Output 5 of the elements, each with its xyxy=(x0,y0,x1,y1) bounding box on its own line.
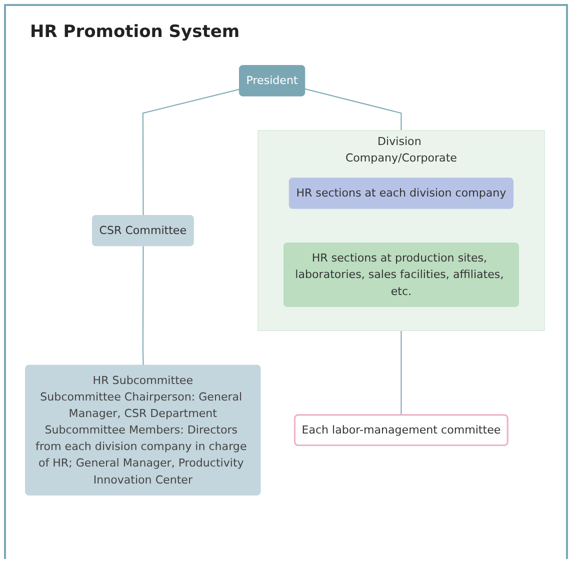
connector xyxy=(400,330,402,415)
connector xyxy=(304,88,402,130)
diagram-title: HR Promotion System xyxy=(30,22,240,42)
connector xyxy=(142,88,240,216)
connector xyxy=(142,246,144,366)
